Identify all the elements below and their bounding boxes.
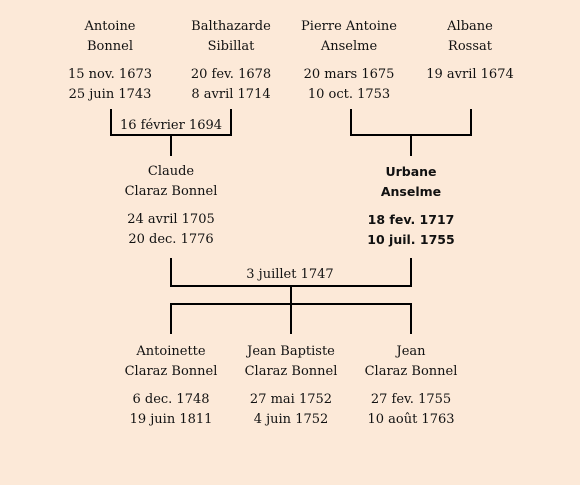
birth-date: 20 fev. 1678 — [190, 67, 272, 82]
person-last-name: Anselme — [320, 39, 378, 54]
birth-date: 6 dec. 1748 — [132, 392, 210, 407]
birth-date: 15 nov. 1673 — [67, 67, 153, 82]
death-date: 10 oct. 1753 — [307, 87, 391, 102]
person-dates: 19 avril 1674 — [400, 65, 540, 85]
connector-line — [290, 285, 292, 305]
person-dates: 20 mars 1675 10 oct. 1753 — [279, 65, 419, 105]
connector-line — [170, 258, 172, 287]
person-claude-claraz-bonnel: Claude Claraz Bonnel 24 avril 1705 20 de… — [101, 162, 241, 250]
connector-line — [410, 303, 412, 334]
person-pierre-antoine-anselme: Pierre Antoine Anselme 20 mars 1675 10 o… — [279, 17, 419, 105]
connector-line — [170, 303, 172, 334]
person-antoine-bonnel: Antoine Bonnel 15 nov. 1673 25 juin 1743 — [40, 17, 180, 105]
person-dates: 20 fev. 1678 8 avril 1714 — [161, 65, 301, 105]
person-first-name: Antoinette — [136, 344, 206, 359]
connector-line — [230, 109, 232, 136]
person-last-name: Anselme — [380, 184, 442, 199]
connector-line — [410, 258, 412, 287]
death-date: 25 juin 1743 — [68, 87, 152, 102]
connector-line — [110, 109, 112, 136]
death-date: 20 dec. 1776 — [128, 232, 214, 247]
person-urbane-anselme: Urbane Anselme 18 fev. 1717 10 juil. 175… — [341, 162, 481, 250]
connector-line — [410, 134, 412, 156]
person-last-name: Claraz Bonnel — [364, 364, 458, 379]
birth-date: 20 mars 1675 — [303, 67, 395, 82]
birth-date: 18 fev. 1717 — [367, 212, 455, 227]
marriage-date-antoine-balthazarde: 16 février 1694 — [119, 118, 223, 133]
person-last-name: Rossat — [448, 39, 492, 54]
person-dates: 18 fev. 1717 10 juil. 1755 — [341, 210, 481, 250]
person-jean-baptiste-claraz-bonnel: Jean Baptiste Claraz Bonnel 27 mai 1752 … — [221, 342, 361, 430]
connector-line — [470, 109, 472, 136]
person-balthazarde-sibillat: Balthazarde Sibillat 20 fev. 1678 8 avri… — [161, 17, 301, 105]
person-dates: 15 nov. 1673 25 juin 1743 — [40, 65, 180, 105]
person-last-name: Claraz Bonnel — [124, 364, 218, 379]
person-last-name: Claraz Bonnel — [244, 364, 338, 379]
person-first-name: Jean — [396, 344, 426, 359]
birth-date: 19 avril 1674 — [426, 67, 514, 82]
person-dates: 27 mai 1752 4 juin 1752 — [221, 390, 361, 430]
marriage-date-claude-urbane: 3 juillet 1747 — [246, 267, 334, 282]
person-dates: 27 fev. 1755 10 août 1763 — [341, 390, 481, 430]
person-last-name: Claraz Bonnel — [124, 184, 218, 199]
birth-date: 27 mai 1752 — [249, 392, 333, 407]
death-date: 10 juil. 1755 — [367, 232, 455, 247]
person-albane-rossat: Albane Rossat 19 avril 1674 — [400, 17, 540, 85]
death-date: 4 juin 1752 — [253, 412, 329, 427]
person-dates: 24 avril 1705 20 dec. 1776 — [101, 210, 241, 250]
person-last-name: Bonnel — [87, 39, 133, 54]
person-first-name: Pierre Antoine — [301, 19, 397, 34]
person-last-name: Sibillat — [207, 39, 255, 54]
birth-date: 27 fev. 1755 — [370, 392, 452, 407]
person-first-name: Jean Baptiste — [247, 344, 335, 359]
death-date: 19 juin 1811 — [129, 412, 213, 427]
person-first-name: Claude — [147, 164, 195, 179]
connector-line — [290, 303, 292, 334]
person-dates: 6 dec. 1748 19 juin 1811 — [101, 390, 241, 430]
death-date: 10 août 1763 — [367, 412, 455, 427]
person-first-name: Albane — [447, 19, 493, 34]
connector-line — [170, 134, 172, 156]
connector-line — [350, 109, 352, 136]
person-antoinette-claraz-bonnel: Antoinette Claraz Bonnel 6 dec. 1748 19 … — [101, 342, 241, 430]
death-date: 8 avril 1714 — [191, 87, 271, 102]
birth-date: 24 avril 1705 — [127, 212, 215, 227]
person-first-name: Antoine — [84, 19, 136, 34]
person-first-name: Balthazarde — [191, 19, 271, 34]
person-jean-claraz-bonnel: Jean Claraz Bonnel 27 fev. 1755 10 août … — [341, 342, 481, 430]
person-first-name: Urbane — [385, 164, 437, 179]
